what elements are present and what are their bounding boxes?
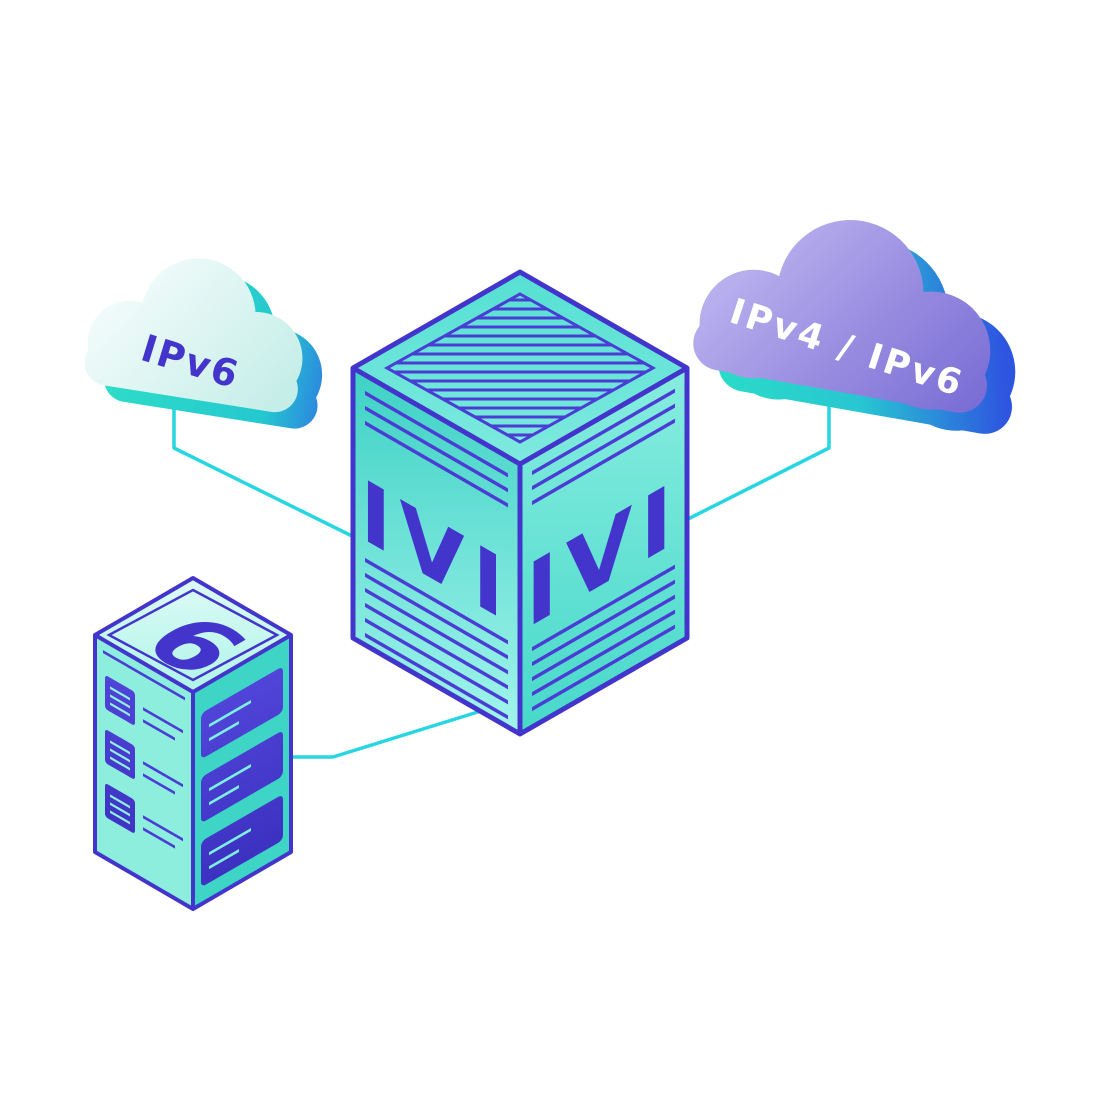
box-right-top-stripes <box>532 388 675 506</box>
box-top-vent-stripes <box>387 298 653 437</box>
server-blade-panel <box>201 732 283 822</box>
right-cloud-body <box>693 219 991 413</box>
box-left-top-stripes <box>365 390 508 508</box>
ivi-translator-box: IVI IVI <box>350 269 690 737</box>
right-cloud: IPv4 / IPv6 <box>693 219 1016 434</box>
left-cloud-body <box>84 258 303 413</box>
server-chip-row <box>105 730 183 795</box>
box-edges <box>350 269 690 737</box>
server-blade-panel <box>201 668 283 758</box>
connector-server-to-box <box>289 709 483 759</box>
box-top-vent-border <box>383 292 657 444</box>
server-left-face-content <box>103 650 185 849</box>
server-chip-row <box>105 784 183 849</box>
connector-left-cloud-to-box <box>172 398 354 538</box>
connector-right-cloud-to-box <box>686 390 831 521</box>
server-right-face-content <box>201 668 283 886</box>
server-left-top-stripe <box>103 650 185 701</box>
box-right-bottom-stripes <box>532 564 675 712</box>
server-top-inner-border <box>106 588 280 682</box>
box-left-bottom-stripes <box>365 557 508 720</box>
server-blade-panel <box>201 796 283 886</box>
server-rack: 6 <box>93 576 293 911</box>
server-edges <box>93 576 293 911</box>
left-cloud: IPv6 <box>84 258 323 429</box>
server-chip-row <box>105 676 183 741</box>
